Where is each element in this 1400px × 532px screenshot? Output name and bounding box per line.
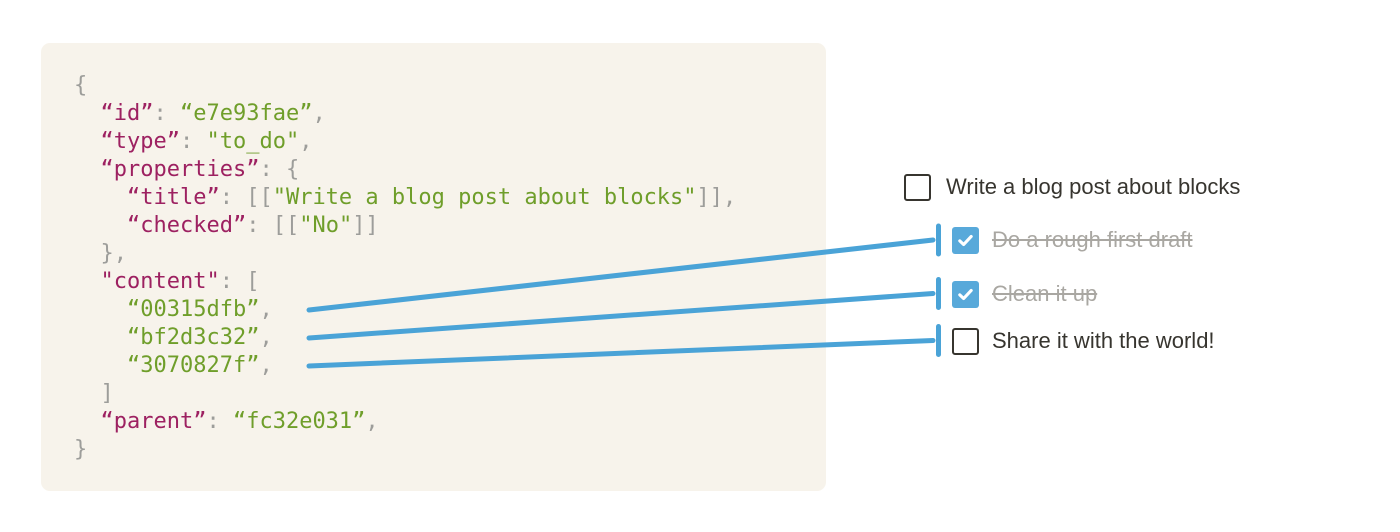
code-line: {	[74, 73, 88, 98]
todo-checkbox[interactable]	[904, 173, 931, 201]
todo-checkbox-checked[interactable]	[952, 226, 979, 254]
code-line: “00315dfb”,	[126, 297, 273, 322]
code-line: }	[74, 437, 88, 462]
todo-label: Write a blog post about blocks	[946, 174, 1241, 199]
code-line: “properties”: {	[100, 157, 300, 182]
code-line: “3070827f”,	[126, 353, 273, 378]
checkmark-icon	[956, 231, 975, 250]
code-line: “checked”: [["No"]]	[126, 213, 379, 238]
todo-label: Clean it up	[992, 281, 1098, 306]
todo-item: Share it with the world!	[952, 327, 1215, 355]
code-line: "content": [	[100, 269, 260, 294]
code-line: ]	[74, 381, 114, 406]
todo-checkbox[interactable]	[952, 327, 979, 355]
todo-checkbox-checked[interactable]	[952, 280, 979, 308]
code-block: { “id”: “e7e93fae”, “type”: "to_do", “pr…	[74, 72, 736, 464]
todo-item: Do a rough first draft	[952, 226, 1193, 254]
checkmark-icon	[956, 285, 975, 304]
code-line: },	[74, 241, 127, 266]
code-line: “bf2d3c32”,	[126, 325, 273, 350]
json-code-panel: { “id”: “e7e93fae”, “type”: "to_do", “pr…	[41, 43, 826, 491]
code-line: “type”: "to_do",	[100, 129, 313, 154]
todo-label: Do a rough first draft	[992, 227, 1193, 252]
code-line: “id”: “e7e93fae”,	[100, 101, 326, 126]
code-line: “title”: [["Write a blog post about bloc…	[126, 185, 737, 210]
todo-item: Clean it up	[952, 280, 1097, 308]
code-line: “parent”: “fc32e031”,	[100, 409, 379, 434]
todo-label: Share it with the world!	[992, 328, 1215, 353]
todo-item: Write a blog post about blocks	[904, 173, 1240, 201]
